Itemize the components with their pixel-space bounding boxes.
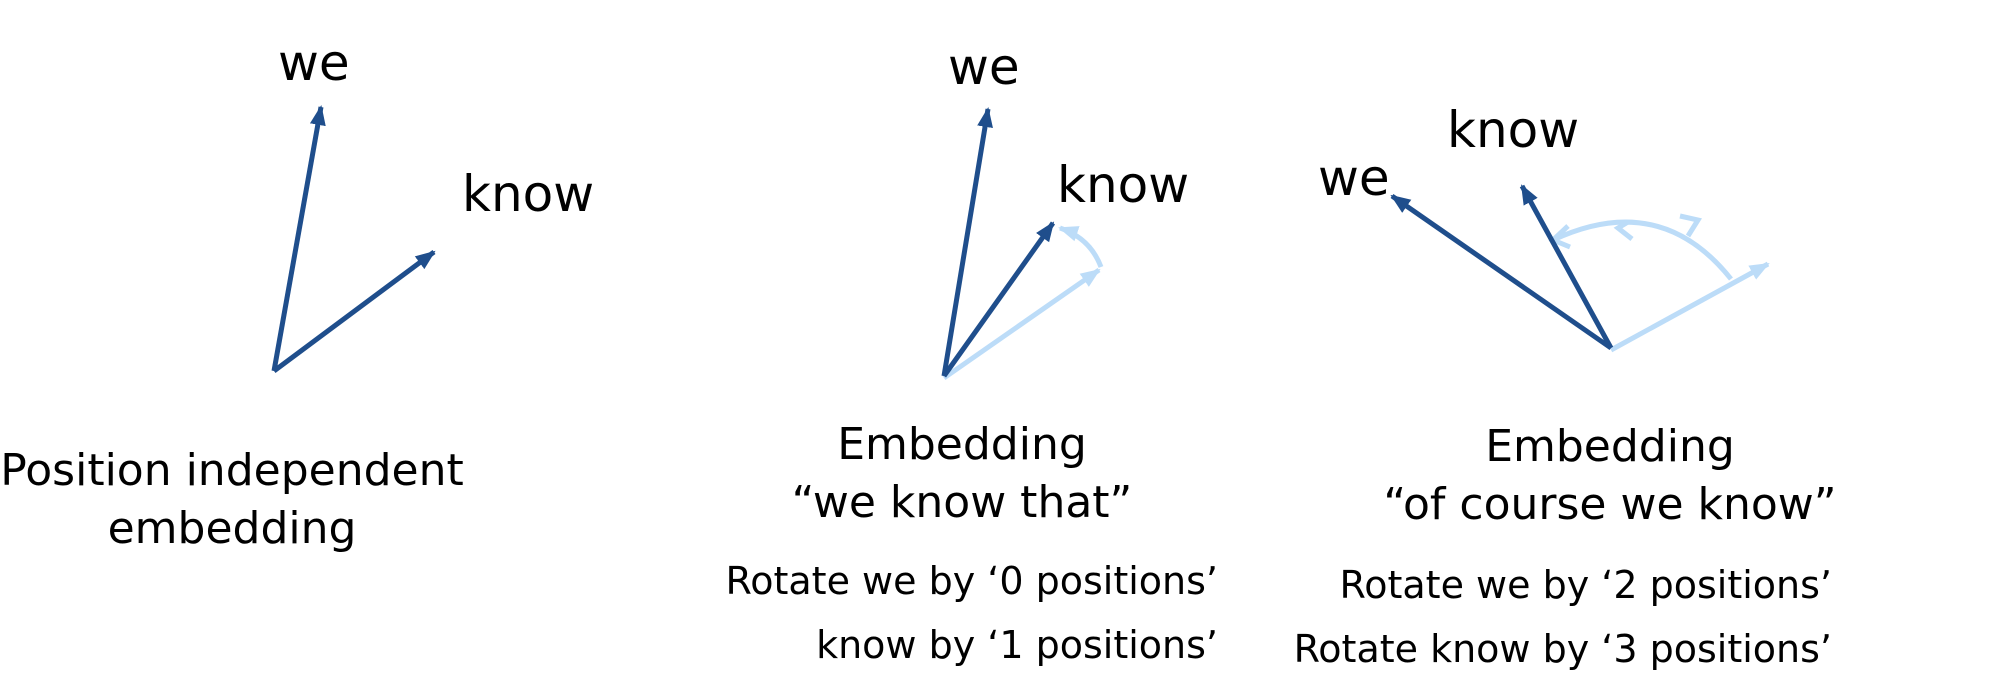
panel-3-original-vector: [1609, 261, 1770, 353]
panel-2-know-label: know: [1057, 156, 1190, 214]
panel-3-caption-line-2: “of course we know”: [1383, 479, 1837, 530]
panel-1-know-vector: [272, 249, 436, 374]
panel-3-caption-line-1: Embedding: [1485, 421, 1735, 472]
panel-2-we-vector: [941, 107, 993, 377]
panel-1-we-vector: [271, 105, 326, 372]
panel-2-vectors: [941, 107, 1104, 381]
panel-1-know-label: know: [462, 165, 595, 223]
panel-1-we-label: we: [278, 34, 350, 92]
panel-3-vectors: [1390, 184, 1770, 353]
panel-3-know-vector: [1519, 184, 1614, 350]
panel-2-we-label: we: [948, 38, 1020, 96]
panel-2-caption-line-2: “we know that”: [791, 477, 1133, 528]
panel-2-know-rotation-arc: [1058, 225, 1104, 268]
panel-2-caption-line-1: Embedding: [837, 419, 1087, 470]
panel-2-notes: Rotate we by ‘0 positions’ know by ‘1 po…: [726, 562, 1218, 664]
panel-3-note-1: Rotate we by ‘2 positions’: [1339, 563, 1832, 607]
panel-3-we-vector: [1390, 193, 1613, 351]
panel-3-note-2: Rotate know by ‘3 positions’: [1293, 627, 1832, 671]
panel-3-rotation-arc: [1551, 219, 1733, 281]
panel-1-caption-line-1: Position independent: [0, 445, 464, 496]
panel-3-arc-arrowhead-2: [1613, 219, 1634, 241]
panel-1-caption-line-2: embedding: [107, 503, 357, 554]
panel-3-know-label: know: [1447, 101, 1580, 159]
panel-2-note-2: know by ‘1 positions’: [816, 623, 1218, 667]
panel-3-notes: Rotate we by ‘2 positions’ Rotate know b…: [1294, 566, 1832, 668]
panel-2-original-know-vector: [942, 267, 1101, 381]
panel-3-arc-arrowhead-1: [1679, 213, 1702, 238]
panel-2-know-vector: [941, 221, 1056, 378]
panel-2-note-1: Rotate we by ‘0 positions’: [725, 559, 1218, 603]
panel-1-vectors: [271, 105, 436, 374]
panel-3-we-label: we: [1318, 149, 1390, 207]
